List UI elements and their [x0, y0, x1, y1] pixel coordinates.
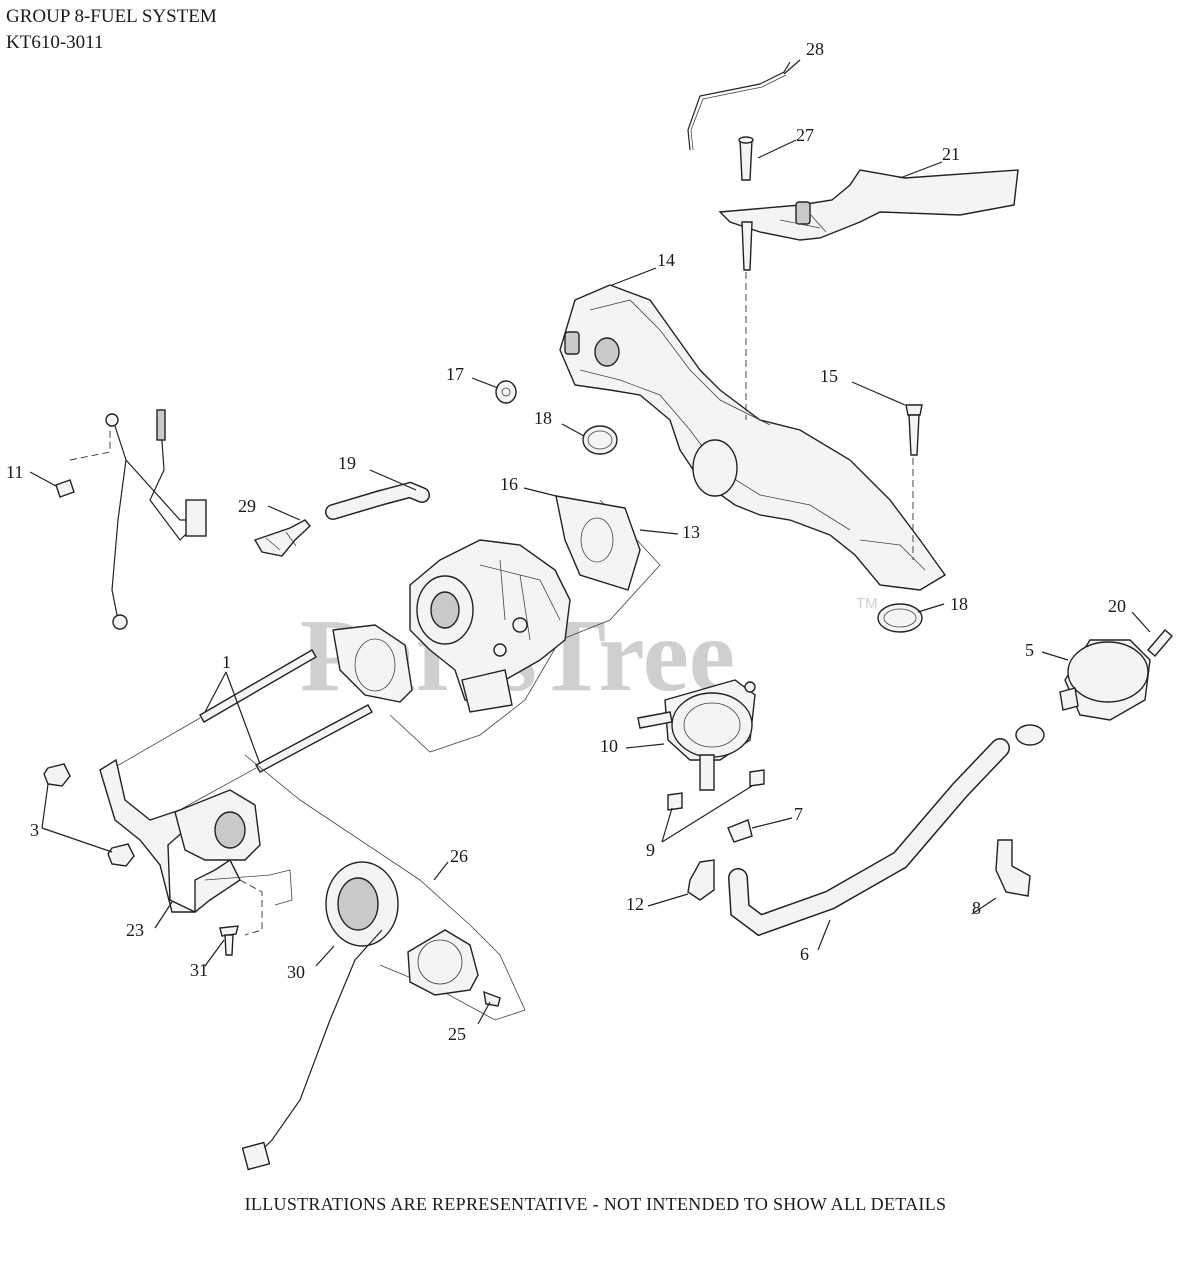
- callout-21: 21: [942, 144, 960, 164]
- part-mounting-bracket: [99, 758, 293, 914]
- callout-15: 15: [820, 366, 838, 386]
- callout-7: 7: [794, 804, 803, 824]
- callout-16: 16: [500, 474, 518, 494]
- part-spacer: [495, 380, 517, 404]
- watermark-trademark: TM: [856, 595, 878, 612]
- callout-13: 13: [682, 522, 700, 542]
- diagram-title: GROUP 8-FUEL SYSTEM: [6, 6, 217, 27]
- callout-12: 12: [626, 894, 644, 914]
- part-fuel-filter: [1059, 639, 1151, 721]
- callout-19: 19: [338, 453, 356, 473]
- part-filter-clamp: [1015, 724, 1045, 746]
- callout-14: 14: [657, 250, 675, 270]
- callout-29: 29: [238, 496, 256, 516]
- callout-30: 30: [287, 962, 305, 982]
- callout-27: 27: [796, 125, 814, 145]
- part-ground-screw: [55, 479, 75, 498]
- callout-18-lower: 18: [950, 594, 968, 614]
- callout-11: 11: [6, 462, 23, 482]
- callout-23: 23: [126, 920, 144, 940]
- model-number: KT610-3011: [6, 32, 104, 53]
- part-air-gasket: [332, 624, 413, 703]
- callout-17: 17: [446, 364, 464, 384]
- part-wiring-harness: [105, 409, 207, 630]
- part-elbow-fitting: [687, 859, 715, 901]
- assembly-outline-13: [389, 499, 661, 753]
- part-o-ring-upper: [582, 425, 618, 455]
- callout-8: 8: [972, 898, 981, 918]
- part-pump-bolts: [667, 769, 765, 811]
- part-fuel-line: [728, 738, 1010, 937]
- callout-18-upper: 18: [534, 408, 552, 428]
- part-solenoid-gasket: [407, 929, 479, 996]
- part-fuel-pump: [637, 679, 756, 791]
- part-o-ring-lower: [877, 603, 923, 633]
- callout-10: 10: [600, 736, 618, 756]
- callout-31: 31: [190, 960, 208, 980]
- callout-5: 5: [1025, 640, 1034, 660]
- assembly-outline-26: [244, 754, 526, 1021]
- part-nuts: [43, 763, 135, 867]
- part-gasket-screw: [483, 990, 501, 1007]
- part-carburetor: [409, 539, 571, 713]
- callout-26: 26: [450, 846, 468, 866]
- callout-1: 1: [222, 652, 231, 672]
- callout-9: 9: [646, 840, 655, 860]
- callout-20: 20: [1108, 596, 1126, 616]
- exploded-parts-diagram: PartsTree TM: [6, 39, 1173, 1171]
- callout-3: 3: [30, 820, 39, 840]
- leader-lines: [29, 59, 1151, 1025]
- part-connector: [253, 519, 311, 557]
- part-studs: [109, 649, 373, 813]
- part-carburetor-gasket: [555, 495, 641, 591]
- part-throttle-rod: [687, 61, 791, 151]
- part-pin: [738, 136, 754, 181]
- part-control-bracket: [718, 169, 1019, 271]
- part-fuel-solenoid: [241, 861, 399, 1171]
- part-intake-manifold: [559, 284, 947, 591]
- disclaimer-note: ILLUSTRATIONS ARE REPRESENTATIVE - NOT I…: [244, 1194, 947, 1214]
- part-fuel-hose: [325, 481, 430, 520]
- callout-28: 28: [806, 39, 824, 59]
- callout-6: 6: [800, 944, 809, 964]
- part-filter-pin: [1147, 629, 1173, 657]
- callout-25: 25: [448, 1024, 466, 1044]
- part-line-clip: [995, 839, 1031, 897]
- part-manifold-bolt: [905, 404, 923, 456]
- part-hose-clamp: [727, 819, 753, 843]
- part-bracket-screw: [219, 925, 239, 956]
